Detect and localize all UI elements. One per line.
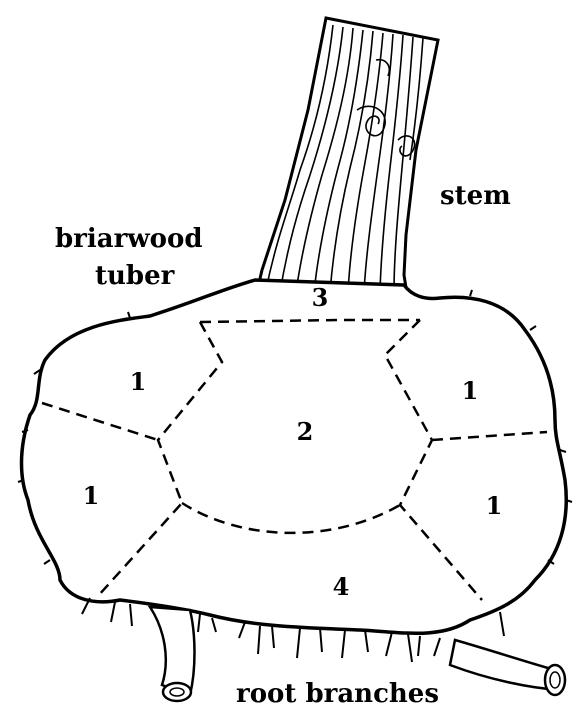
region-label-top: 3 (312, 283, 329, 312)
label-stem: stem (440, 181, 511, 211)
region-label-bottom-left: 1 (83, 481, 100, 510)
region-label-bottom-right: 1 (486, 491, 503, 520)
label-tuber: tuber (95, 261, 175, 291)
label-root-branches: root branches (236, 679, 439, 707)
stem-shape (255, 18, 438, 300)
region-label-center: 2 (297, 417, 314, 446)
region-label-top-left: 1 (130, 367, 147, 396)
label-briarwood: briarwood (55, 224, 203, 254)
tuber-body (18, 280, 572, 633)
region-label-top-right: 1 (462, 376, 479, 405)
region-label-bottom: 4 (333, 572, 350, 601)
